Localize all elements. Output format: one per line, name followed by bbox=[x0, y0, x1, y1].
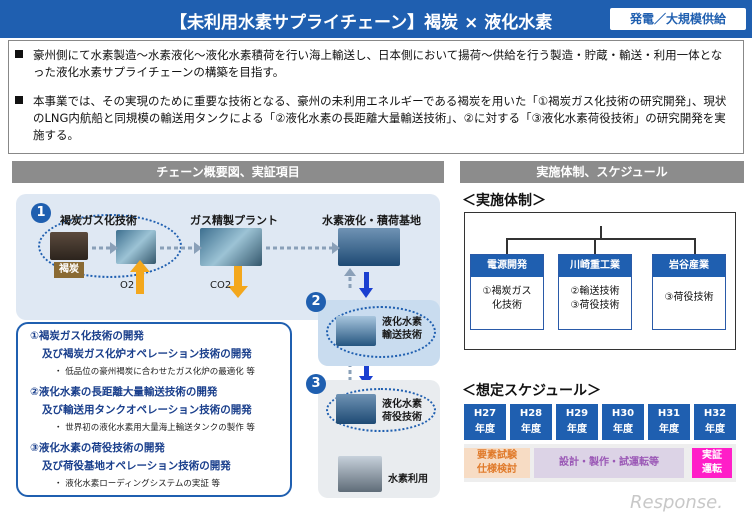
year-h28: H28 年度 bbox=[510, 404, 552, 440]
arrow-head-1 bbox=[110, 242, 118, 254]
section-implementation: 実施体制、スケジュール bbox=[460, 161, 744, 183]
coal-photo bbox=[50, 232, 88, 260]
gasification-label: 褐炭ガス化技術 bbox=[60, 214, 137, 227]
city-photo bbox=[338, 456, 382, 492]
org-line-top bbox=[600, 226, 602, 240]
year-h27: H27 年度 bbox=[464, 404, 506, 440]
org-kawasaki-role: ②輸送技術 ③荷役技術 bbox=[570, 286, 620, 311]
liquefaction-base-label: 水素液化・積荷基地 bbox=[322, 214, 421, 227]
ship-photo bbox=[336, 316, 376, 346]
section-chain-overview: チェーン概要図、実証項目 bbox=[12, 161, 444, 183]
gasifier-photo bbox=[116, 230, 156, 264]
header-bar: 【未利用水素サプライチェーン】褐炭 × 液化水素 発電／大規模供給 bbox=[0, 0, 752, 38]
org-line-horizontal bbox=[506, 238, 696, 240]
o2-arrow-shaft bbox=[136, 270, 144, 294]
hydrogen-use-label: 水素利用 bbox=[388, 474, 428, 485]
dashed-up-head bbox=[344, 268, 356, 276]
item-3-title: ③液化水素の荷役技術の開発 bbox=[30, 442, 165, 454]
arrow-head-2 bbox=[194, 242, 202, 254]
item-2-sub: ・ 世界初の液化水素用大量海上輸送タンクの製作 等 bbox=[54, 423, 255, 433]
arrow-head-3 bbox=[332, 242, 340, 254]
page-title: 【未利用水素サプライチェーン】褐炭 × 液化水素 bbox=[170, 13, 553, 33]
org-line-mid bbox=[594, 238, 596, 254]
base-photo bbox=[338, 228, 400, 266]
org-line-right bbox=[694, 238, 696, 254]
schedule-title: ＜想定スケジュール＞ bbox=[462, 383, 602, 399]
down-arrow-2-shaft bbox=[364, 356, 369, 378]
org-kawasaki: 川崎重工業 ②輸送技術 ③荷役技術 bbox=[558, 254, 632, 330]
year-h31: H31 年度 bbox=[648, 404, 690, 440]
bullet-square-icon bbox=[15, 50, 23, 58]
cargo-ellipse bbox=[326, 388, 436, 432]
org-kawasaki-name: 川崎重工業 bbox=[559, 255, 631, 277]
phase-design-build: 設計・製作・試運転等 bbox=[534, 448, 684, 478]
watermark: Response. bbox=[630, 492, 723, 513]
refinery-photo bbox=[200, 228, 262, 266]
item-3-title2: 及び荷役基地オペレーション技術の開発 bbox=[42, 460, 231, 472]
gasification-ellipse bbox=[38, 214, 182, 278]
phase-demo-operation: 実証 運転 bbox=[692, 448, 732, 478]
step-3-badge: 3 bbox=[306, 374, 326, 394]
intro-text-2: 本事業では、その実現のために重要な技術となる、豪州の未利用エネルギーである褐炭を… bbox=[33, 94, 727, 142]
item-1-title: ①褐炭ガス化技術の開発 bbox=[30, 330, 144, 342]
year-h32: H32 年度 bbox=[694, 404, 736, 440]
item-3-sub: ・ 液化水素ローディングシステムの実証 等 bbox=[54, 479, 221, 489]
transport-ellipse bbox=[326, 306, 436, 358]
o2-arrow-head bbox=[130, 260, 150, 272]
bullet-square-icon bbox=[15, 96, 23, 104]
down-arrow-1-head bbox=[359, 288, 373, 298]
coal-label: 褐炭 bbox=[54, 262, 84, 278]
org-chart-frame bbox=[464, 212, 736, 350]
phase-element-test: 要素試験 仕様検討 bbox=[464, 448, 530, 478]
cargo-photo bbox=[336, 394, 376, 424]
intro-text-1: 豪州側にて水素製造～水素液化～液化水素積荷を行い海上輸送し、日本側において揚荷～… bbox=[33, 48, 723, 79]
org-dengen-role: ①褐炭ガス 化技術 bbox=[482, 286, 532, 311]
item-1-sub: ・ 低品位の豪州褐炭に合わせたガス化炉の最適化 等 bbox=[54, 367, 255, 377]
co2-label: CO2 bbox=[210, 280, 232, 291]
refinery-label: ガス精製プラント bbox=[190, 214, 278, 227]
year-h29: H29 年度 bbox=[556, 404, 598, 440]
org-line-left bbox=[506, 238, 508, 254]
year-h30: H30 年度 bbox=[602, 404, 644, 440]
step-2-badge: 2 bbox=[306, 292, 326, 312]
step-1-badge: 1 bbox=[31, 203, 51, 223]
org-dengen-name: 電源開発 bbox=[471, 255, 543, 277]
intro-box: 豪州側にて水素製造～水素液化～液化水素積荷を行い海上輸送し、日本側において揚荷～… bbox=[8, 40, 744, 154]
org-iwatani: 岩谷産業 ③荷役技術 bbox=[652, 254, 726, 330]
transport-label: 液化水素 輸送技術 bbox=[382, 317, 422, 341]
co2-arrow-shaft bbox=[234, 266, 242, 288]
o2-label: O2 bbox=[120, 280, 135, 291]
down-arrow-1-shaft bbox=[364, 272, 369, 290]
cargo-label: 液化水素 荷役技術 bbox=[382, 399, 422, 423]
org-dengen: 電源開発 ①褐炭ガス 化技術 bbox=[470, 254, 544, 330]
research-items-box bbox=[16, 322, 292, 497]
item-1-title2: 及び褐炭ガス化炉オペレーション技術の開発 bbox=[42, 348, 252, 360]
item-2-title2: 及び輸送用タンクオペレーション技術の開発 bbox=[42, 404, 252, 416]
category-tag: 発電／大規模供給 bbox=[610, 8, 746, 30]
co2-arrow-head bbox=[228, 286, 248, 298]
item-2-title: ②液化水素の長距離大量輸送技術の開発 bbox=[30, 386, 218, 398]
org-iwatani-role: ③荷役技術 bbox=[664, 292, 714, 303]
impl-title: ＜実施体制＞ bbox=[462, 193, 546, 209]
org-iwatani-name: 岩谷産業 bbox=[653, 255, 725, 277]
